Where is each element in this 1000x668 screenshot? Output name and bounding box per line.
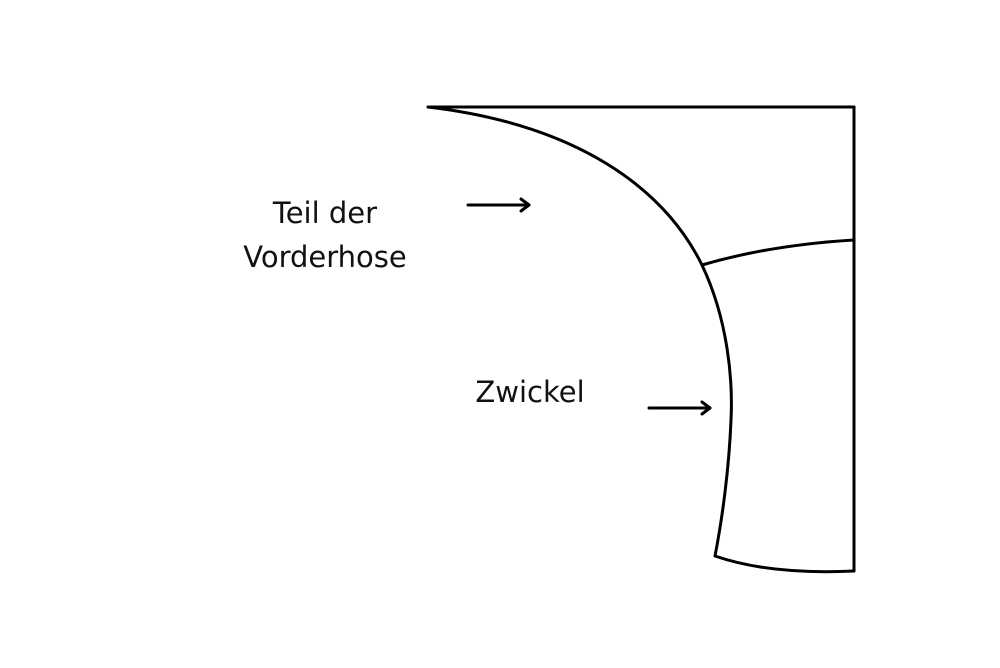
arrow-right-icon xyxy=(647,400,712,416)
front-piece-label-line2: Vorderhose xyxy=(243,240,407,274)
front-piece-label: Teil der Vorderhose xyxy=(225,191,425,279)
gusset-bottom-edge xyxy=(713,554,856,574)
front-piece-crotch-curve xyxy=(426,105,704,267)
gusset-seam-line xyxy=(700,238,856,267)
gusset-label: Zwickel xyxy=(475,375,585,409)
arrow-right-icon xyxy=(466,197,531,213)
front-piece-label-line1: Teil der xyxy=(272,196,378,230)
gusset-side-curve xyxy=(700,263,733,558)
